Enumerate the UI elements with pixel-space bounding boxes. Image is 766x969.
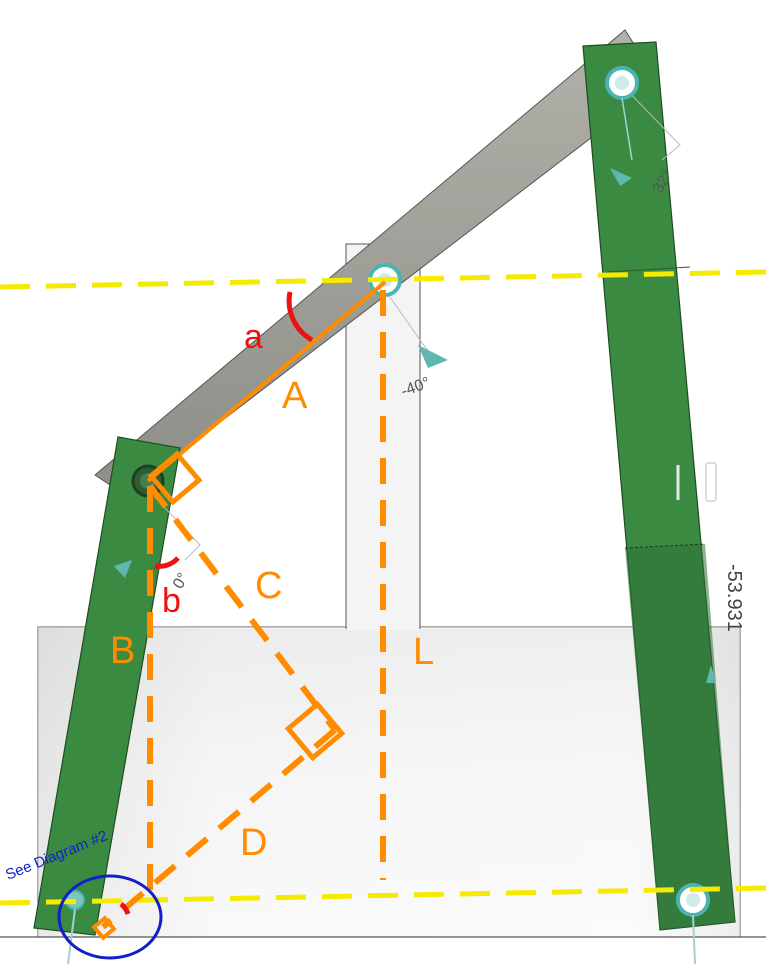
segment-D [101, 727, 337, 930]
angle-arc-a [286, 291, 314, 343]
label-angle-b: b [162, 582, 181, 620]
angle-dimension-left: 0° [170, 570, 192, 592]
right-angle-marker-bottom [91, 915, 117, 941]
construction-lines [91, 280, 387, 941]
label-A: A [282, 375, 308, 417]
pivot-bottom-right [676, 883, 710, 965]
right-angle-marker-middle [284, 700, 346, 762]
pivot-joints [65, 66, 710, 965]
angle-arcs [119, 291, 314, 915]
base-block [37, 626, 741, 938]
label-angle-a: a [244, 318, 263, 356]
label-L: L [413, 631, 434, 673]
left-link [33, 436, 181, 936]
pivot-top-right [605, 66, 639, 161]
angle-arc-b [154, 556, 180, 569]
label-D: D [240, 822, 267, 864]
label-B: B [110, 630, 135, 672]
direction-triangles [114, 168, 716, 683]
segment-C [147, 484, 338, 732]
horizon-guides [0, 269, 766, 906]
length-dimension-right: -53.931 [723, 564, 745, 632]
note-circle [57, 874, 163, 960]
right-link-shade [625, 544, 735, 930]
right-angle-marker-top [147, 450, 203, 506]
label-C: C [255, 565, 282, 607]
segment-A [146, 280, 387, 483]
angle-arc-bottom [119, 902, 131, 915]
